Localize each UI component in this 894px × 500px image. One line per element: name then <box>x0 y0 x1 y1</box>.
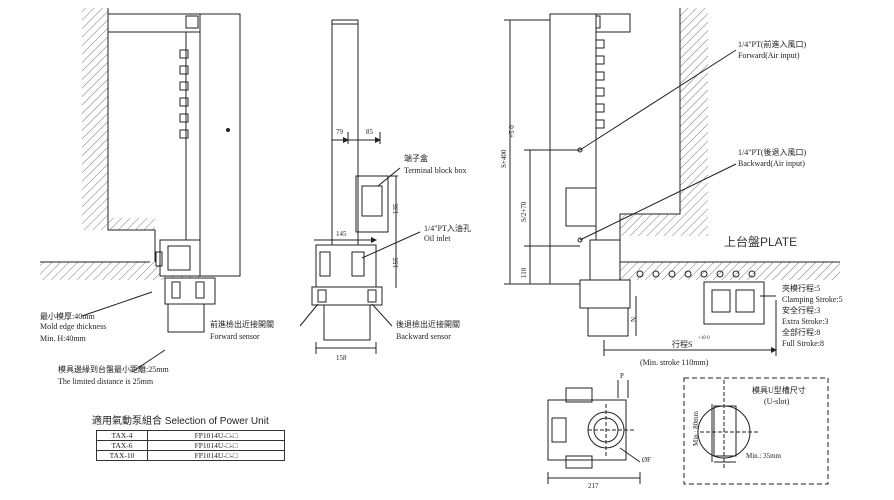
backward-sensor-en: Backward sensor <box>396 332 451 341</box>
dim-n: N <box>630 316 638 322</box>
code-cell: FP1014U-□-□ <box>147 430 285 441</box>
clamp-teeth <box>179 49 189 139</box>
u-slot-en: (U-slot) <box>764 397 790 406</box>
limited-distance-cn: 模具邊緣到台盤最小距離:25mm <box>58 365 169 374</box>
dim-s-plus-400-tol: +5 0 <box>508 125 516 138</box>
mold-thickness-cn: 最小模厚:40mm <box>40 312 95 321</box>
model-cell: TAX-10 <box>96 450 148 461</box>
limited-distance-en: The limited distance is 25mm <box>58 377 154 386</box>
forward-air-en: Forward(Air input) <box>738 51 800 60</box>
dim-110: 110 <box>520 267 528 278</box>
stroke-s-label: 行程S <box>672 340 693 349</box>
left-side-view <box>40 8 241 373</box>
mold-thickness-en1: Mold edge thickness <box>40 322 107 331</box>
code-cell: FP1014U-□-□ <box>147 450 285 461</box>
dim-85: 85 <box>366 128 373 136</box>
code-cell: FP1014U-□-□ <box>147 440 285 451</box>
dim-145: 145 <box>336 230 347 238</box>
extra-stroke-en: Extra Stroke:3 <box>782 317 829 326</box>
forward-sensor-en: Forward sensor <box>210 332 260 341</box>
backward-air-cn: 1/4"PT(後退入風口) <box>738 148 807 157</box>
table-row: TAX-6 FP1014U-□-□ <box>96 440 285 451</box>
plate-label: 上台盤PLATE <box>724 235 798 249</box>
dim-217: 217 <box>588 482 599 490</box>
backward-sensor-cn: 後退檢出近接開關 <box>396 320 460 329</box>
power-unit-table: TAX-4 FP1014U-□-□ TAX-6 FP1014U-□-□ TAX-… <box>96 430 285 461</box>
stroke-s-tol: +10 0 <box>698 336 710 341</box>
full-stroke-cn: 全部行程:8 <box>782 328 821 337</box>
front-view <box>299 19 421 354</box>
backward-air-en: Backward(Air input) <box>738 159 805 168</box>
power-unit-title: 適用氣動泵組合 Selection of Power Unit <box>92 416 269 427</box>
plate-bolts <box>636 270 756 278</box>
forward-sensor-cn: 前進檢出近接開關 <box>210 320 274 329</box>
full-stroke-en: Full Stroke:8 <box>782 339 825 348</box>
terminal-en: Terminal block box <box>404 166 467 175</box>
right-side-view <box>504 8 840 356</box>
mold-thickness-en2: Min. H:40mm <box>40 334 86 343</box>
extra-stroke-cn: 安全行程:3 <box>782 306 821 315</box>
table-row: TAX-10 FP1014U-□-□ <box>96 450 285 461</box>
dim-s2-plus-70: S/2+70 <box>520 201 528 222</box>
forward-air-cn: 1/4"PT(前進入風口) <box>738 40 807 49</box>
dim-phi-f: ØF <box>642 456 651 464</box>
model-cell: TAX-6 <box>96 440 148 451</box>
min-stroke: (Min. stroke 110mm) <box>640 358 709 367</box>
dim-155: 155 <box>392 257 400 269</box>
clamp-teeth-right <box>595 39 605 129</box>
oil-inlet-en: Oil inlet <box>424 234 451 243</box>
dim-min-35: Min.: 35mm <box>746 452 782 460</box>
oil-inlet-cn: 1/4"PT入油孔 <box>424 224 471 233</box>
u-slot-cn: 模具U型槽尺寸 <box>752 386 806 395</box>
dim-p: P <box>620 372 624 380</box>
table-row: TAX-4 FP1014U-□-□ <box>96 430 285 441</box>
clamping-stroke-cn: 夾模行程:5 <box>782 284 821 293</box>
top-detail-view <box>547 380 641 484</box>
clamping-stroke-en: Clamping Stroke:5 <box>782 295 843 304</box>
model-cell: TAX-4 <box>96 430 148 441</box>
dim-min-80: Min.: 80mm <box>692 410 700 446</box>
dim-158: 158 <box>336 354 347 362</box>
dim-135: 135 <box>392 203 400 215</box>
dim-s-plus-400: S+400 <box>500 149 508 168</box>
dim-79: 79 <box>336 128 343 136</box>
u-slot-detail <box>683 377 829 485</box>
terminal-cn: 端子盒 <box>404 154 428 163</box>
